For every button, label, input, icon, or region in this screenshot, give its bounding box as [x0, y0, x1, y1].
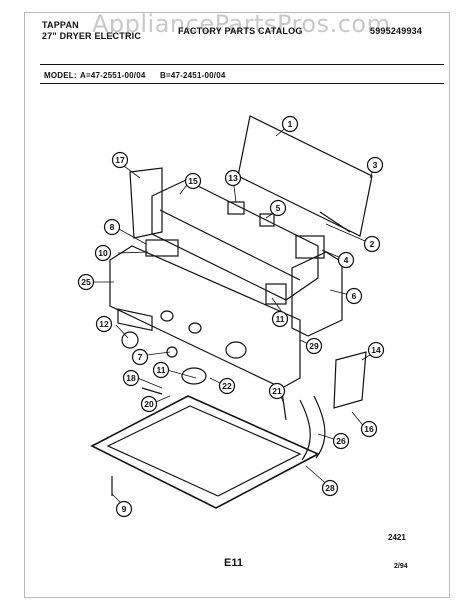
callout-29: 29	[305, 337, 323, 355]
top-frame-part	[90, 395, 320, 509]
callout-9: 9	[115, 500, 133, 518]
model-b: B=47-2451-00/04	[160, 71, 226, 80]
callout-5: 5	[269, 199, 287, 217]
svg-text:10: 10	[98, 248, 108, 258]
callout-14: 14	[367, 341, 385, 359]
callout-11b: 11	[271, 310, 289, 328]
svg-text:5: 5	[276, 203, 281, 213]
model-label: MODEL:	[44, 71, 77, 80]
svg-text:21: 21	[272, 386, 282, 396]
svg-text:9: 9	[122, 504, 127, 514]
callout-17: 17	[111, 151, 129, 169]
callout-22: 22	[218, 377, 236, 395]
header-rule-top	[40, 64, 444, 65]
callout-6: 6	[345, 287, 363, 305]
catalog-page-frame	[24, 12, 450, 598]
watermark: AppliancePartsPros.com	[92, 10, 391, 38]
catalog-title: FACTORY PARTS CATALOG	[178, 26, 303, 36]
svg-text:2: 2	[370, 239, 375, 249]
top-panel-part	[237, 115, 373, 237]
bracket-part	[129, 167, 163, 239]
catalog-number: 5995249934	[370, 26, 423, 36]
callout-3: 3	[366, 156, 384, 174]
svg-text:1: 1	[288, 119, 293, 129]
callout-18: 18	[122, 369, 140, 387]
page-code: E11	[224, 557, 243, 569]
callout-25: 25	[77, 273, 95, 291]
diagram-number: 2421	[388, 533, 406, 542]
callout-21: 21	[268, 382, 286, 400]
callout-13: 13	[224, 169, 242, 187]
callout-1: 1	[281, 115, 299, 133]
svg-text:3: 3	[373, 160, 378, 170]
brand-name: TAPPAN	[42, 20, 79, 30]
callout-8: 8	[103, 218, 121, 236]
callout-16: 16	[360, 420, 378, 438]
svg-text:22: 22	[222, 381, 232, 391]
svg-text:29: 29	[309, 341, 319, 351]
svg-text:26: 26	[336, 436, 346, 446]
svg-text:7: 7	[138, 352, 143, 362]
callout-15: 15	[184, 172, 202, 190]
svg-text:13: 13	[228, 173, 238, 183]
svg-text:20: 20	[144, 399, 154, 409]
svg-text:17: 17	[115, 155, 125, 165]
svg-text:8: 8	[110, 222, 115, 232]
callout-12: 12	[95, 315, 113, 333]
header-rule-bottom	[40, 83, 444, 84]
callout-20: 20	[140, 395, 158, 413]
svg-text:14: 14	[371, 345, 381, 355]
svg-text:25: 25	[81, 277, 91, 287]
callout-layer: 1 2 3 4 5 6 7 8 9 10 11 11 12 13 14 15 1…	[77, 115, 385, 518]
svg-text:11: 11	[276, 314, 285, 324]
print-date: 2/94	[394, 563, 408, 570]
model-a: A=47-2551-00/04	[80, 71, 146, 80]
callout-2: 2	[363, 235, 381, 253]
svg-text:18: 18	[126, 373, 136, 383]
callout-11a: 11	[152, 361, 170, 379]
display-window	[117, 308, 153, 332]
callout-26: 26	[332, 432, 350, 450]
svg-text:6: 6	[352, 291, 357, 301]
svg-text:15: 15	[188, 176, 198, 186]
svg-text:11: 11	[157, 365, 166, 375]
svg-text:16: 16	[364, 424, 374, 434]
control-console-part	[109, 245, 301, 389]
svg-text:12: 12	[99, 319, 109, 329]
callout-10: 10	[94, 244, 112, 262]
product-line: 27" DRYER ELECTRIC	[42, 31, 142, 41]
callout-7: 7	[131, 348, 149, 366]
callout-4: 4	[337, 251, 355, 269]
svg-text:28: 28	[325, 483, 335, 493]
callout-28: 28	[321, 479, 339, 497]
svg-text:4: 4	[344, 255, 349, 265]
